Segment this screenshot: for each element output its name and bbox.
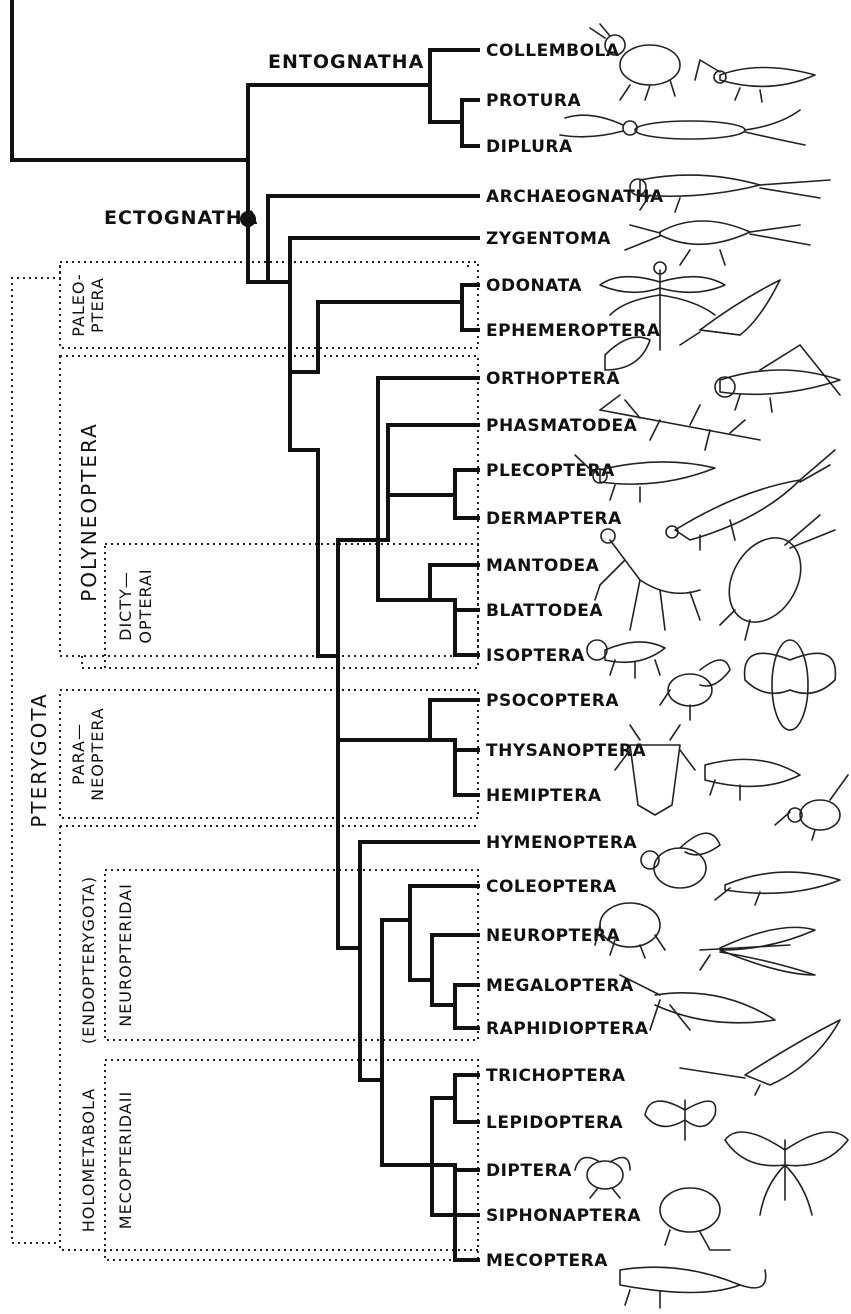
ectognatha-label: ECTOGNATHA <box>104 207 258 229</box>
termite-illustration <box>587 640 665 678</box>
taxon-label: PROTURA <box>486 91 581 111</box>
taxon-label: PSOCOPTERA <box>486 691 619 711</box>
antliophora-branch <box>432 1165 478 1260</box>
taxon-label: MEGALOPTERA <box>486 976 634 996</box>
mecopterid-branch <box>382 1075 478 1165</box>
zygentoma-branch <box>268 238 478 282</box>
shieldbug-illustration <box>615 725 695 815</box>
ectognatha-branch <box>248 160 478 282</box>
taxon-label: THYSANOPTERA <box>486 741 646 761</box>
dictyoptera-branch <box>430 565 478 655</box>
bee-illustration <box>641 833 720 888</box>
flea-illustration <box>660 1188 730 1250</box>
taxon-label: BLATTODEA <box>486 601 603 621</box>
paraneoptera-box <box>60 690 478 818</box>
springtail-illustration <box>590 24 680 100</box>
pterygota-label: PTERYGOTA <box>27 692 51 827</box>
neoptera-stem <box>290 372 378 656</box>
paraneoptera-label-1: PARA— <box>69 723 88 785</box>
taxon-label: MANTODEA <box>486 556 600 576</box>
polyneoptera-label: POLYNEOPTERA <box>77 422 101 602</box>
pterygota-stem <box>290 282 462 372</box>
endopterygota-label: (ENDOPTERYGOTA) <box>79 876 98 1044</box>
entognatha-label: ENTOGNATHA <box>268 51 424 73</box>
taxon-label: SIPHONAPTERA <box>486 1206 641 1226</box>
taxon-label: DIPTERA <box>486 1161 572 1181</box>
caddisfly-illustration <box>680 1020 840 1095</box>
grasshopper-illustration <box>715 345 840 412</box>
dictyoptera-box <box>105 544 478 668</box>
taxon-label: COLLEMBOLA <box>486 41 620 61</box>
thysanoptera-hemiptera-branch <box>430 740 478 795</box>
paleoptera-label-2: PTERA <box>88 277 107 333</box>
moth-illustration <box>725 1132 848 1215</box>
taxon-label: HEMIPTERA <box>486 786 602 806</box>
plecoptera-dermaptera-branch <box>388 425 478 518</box>
taxon-label: ZYGENTOMA <box>486 229 611 249</box>
taxon-label: HYMENOPTERA <box>486 833 638 853</box>
paleoptera-label-1: PALEO- <box>69 273 88 336</box>
taxon-label: RAPHIDIOPTERA <box>486 1019 649 1039</box>
taxon-label: DIPLURA <box>486 137 573 157</box>
taxon-label: ORTHOPTERA <box>486 369 620 389</box>
dipluran-illustration <box>560 110 805 145</box>
proturan-illustration <box>695 60 815 102</box>
paleoptera-branch <box>462 285 478 330</box>
silverfish-illustration <box>625 221 810 265</box>
taxon-label: ISOPTERA <box>486 646 585 666</box>
neuropteroid-branch <box>410 920 478 1028</box>
paraneoptera-label-2: NEOPTERA <box>88 707 107 801</box>
mantis-illustration <box>595 529 700 630</box>
sawfly-illustration <box>715 872 840 905</box>
polyneoptera-dictyoptera-link <box>82 656 105 668</box>
cicada-illustration <box>705 759 800 800</box>
taxon-labels: COLLEMBOLA PROTURA DIPLURA ARCHAEOGNATHA… <box>486 41 664 1271</box>
neuropteridai-label: NEUROPTERIDAI <box>116 883 135 1027</box>
fly-illustration <box>575 1158 630 1199</box>
taxon-label: PHASMATODEA <box>486 416 638 436</box>
butterfly-illustration <box>645 1100 716 1140</box>
earwig-illustration <box>666 450 835 550</box>
taxon-label: DERMAPTERA <box>486 509 622 529</box>
taxon-label: ARCHAEOGNATHA <box>486 187 664 207</box>
dictyoptera-label-2: OPTERAI <box>136 568 155 643</box>
taxon-label: COLEOPTERA <box>486 877 617 897</box>
thrips-illustration <box>745 640 836 730</box>
taxon-label: TRICHOPTERA <box>486 1066 626 1086</box>
taxon-label: MECOPTERA <box>486 1251 608 1271</box>
neuropteridai-box <box>105 870 478 1040</box>
taxon-label: ODONATA <box>486 276 582 296</box>
protura-diplura-branch <box>430 85 478 146</box>
dictyoptera-label-1: DICTY— <box>116 571 135 641</box>
mecopteridaii-box <box>105 1060 478 1260</box>
psocid-illustration <box>660 660 730 720</box>
aphid-illustration <box>775 775 848 840</box>
mecopteridaii-label: MECOPTERIDAII <box>116 1091 135 1229</box>
taxon-label: LEPIDOPTERA <box>486 1113 624 1133</box>
root-branch <box>12 0 478 160</box>
holometabola-label: HOLOMETABOLA <box>79 1088 98 1232</box>
scorpionfly-illustration <box>620 1267 766 1308</box>
tree-branches <box>12 0 478 1260</box>
lacewing-illustration <box>700 927 815 975</box>
